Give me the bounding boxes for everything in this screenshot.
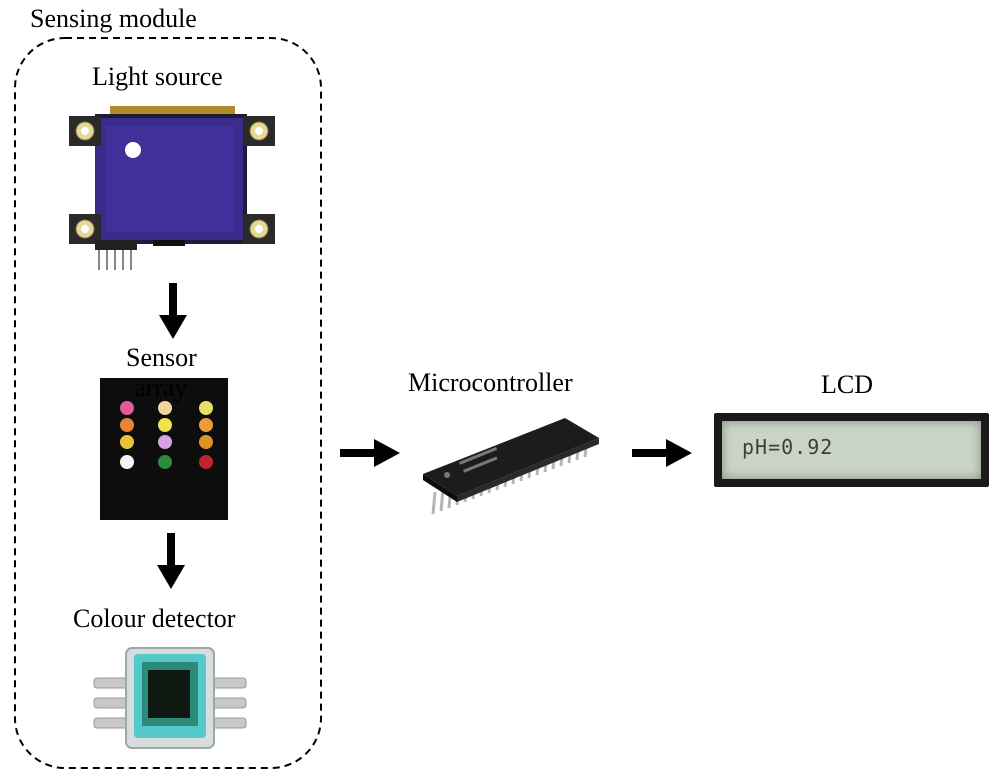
arrow-right-icon (632, 439, 692, 467)
light-source-label: Light source (92, 62, 223, 91)
colour-detector-label: Colour detector (73, 604, 236, 633)
sensor-array-label-line2: array (134, 373, 188, 402)
sensor-array-image (100, 378, 228, 520)
colour-detector-image (93, 647, 247, 749)
lcd-label: LCD (821, 370, 873, 399)
lcd-screen: pH=0.92 (722, 421, 981, 479)
arrow-down-icon (157, 533, 185, 589)
lcd-reading: pH=0.92 (742, 435, 834, 459)
sensor-array-label-line1: Sensor (126, 343, 197, 372)
arrow-right-icon (340, 439, 400, 467)
light-source-image (69, 106, 275, 270)
arrow-down-icon (159, 283, 187, 339)
lcd-display: pH=0.92 (714, 413, 989, 487)
sensing-module-title: Sensing module (30, 4, 197, 33)
microcontroller-label: Microcontroller (408, 368, 573, 397)
microcontroller-image (423, 418, 599, 515)
